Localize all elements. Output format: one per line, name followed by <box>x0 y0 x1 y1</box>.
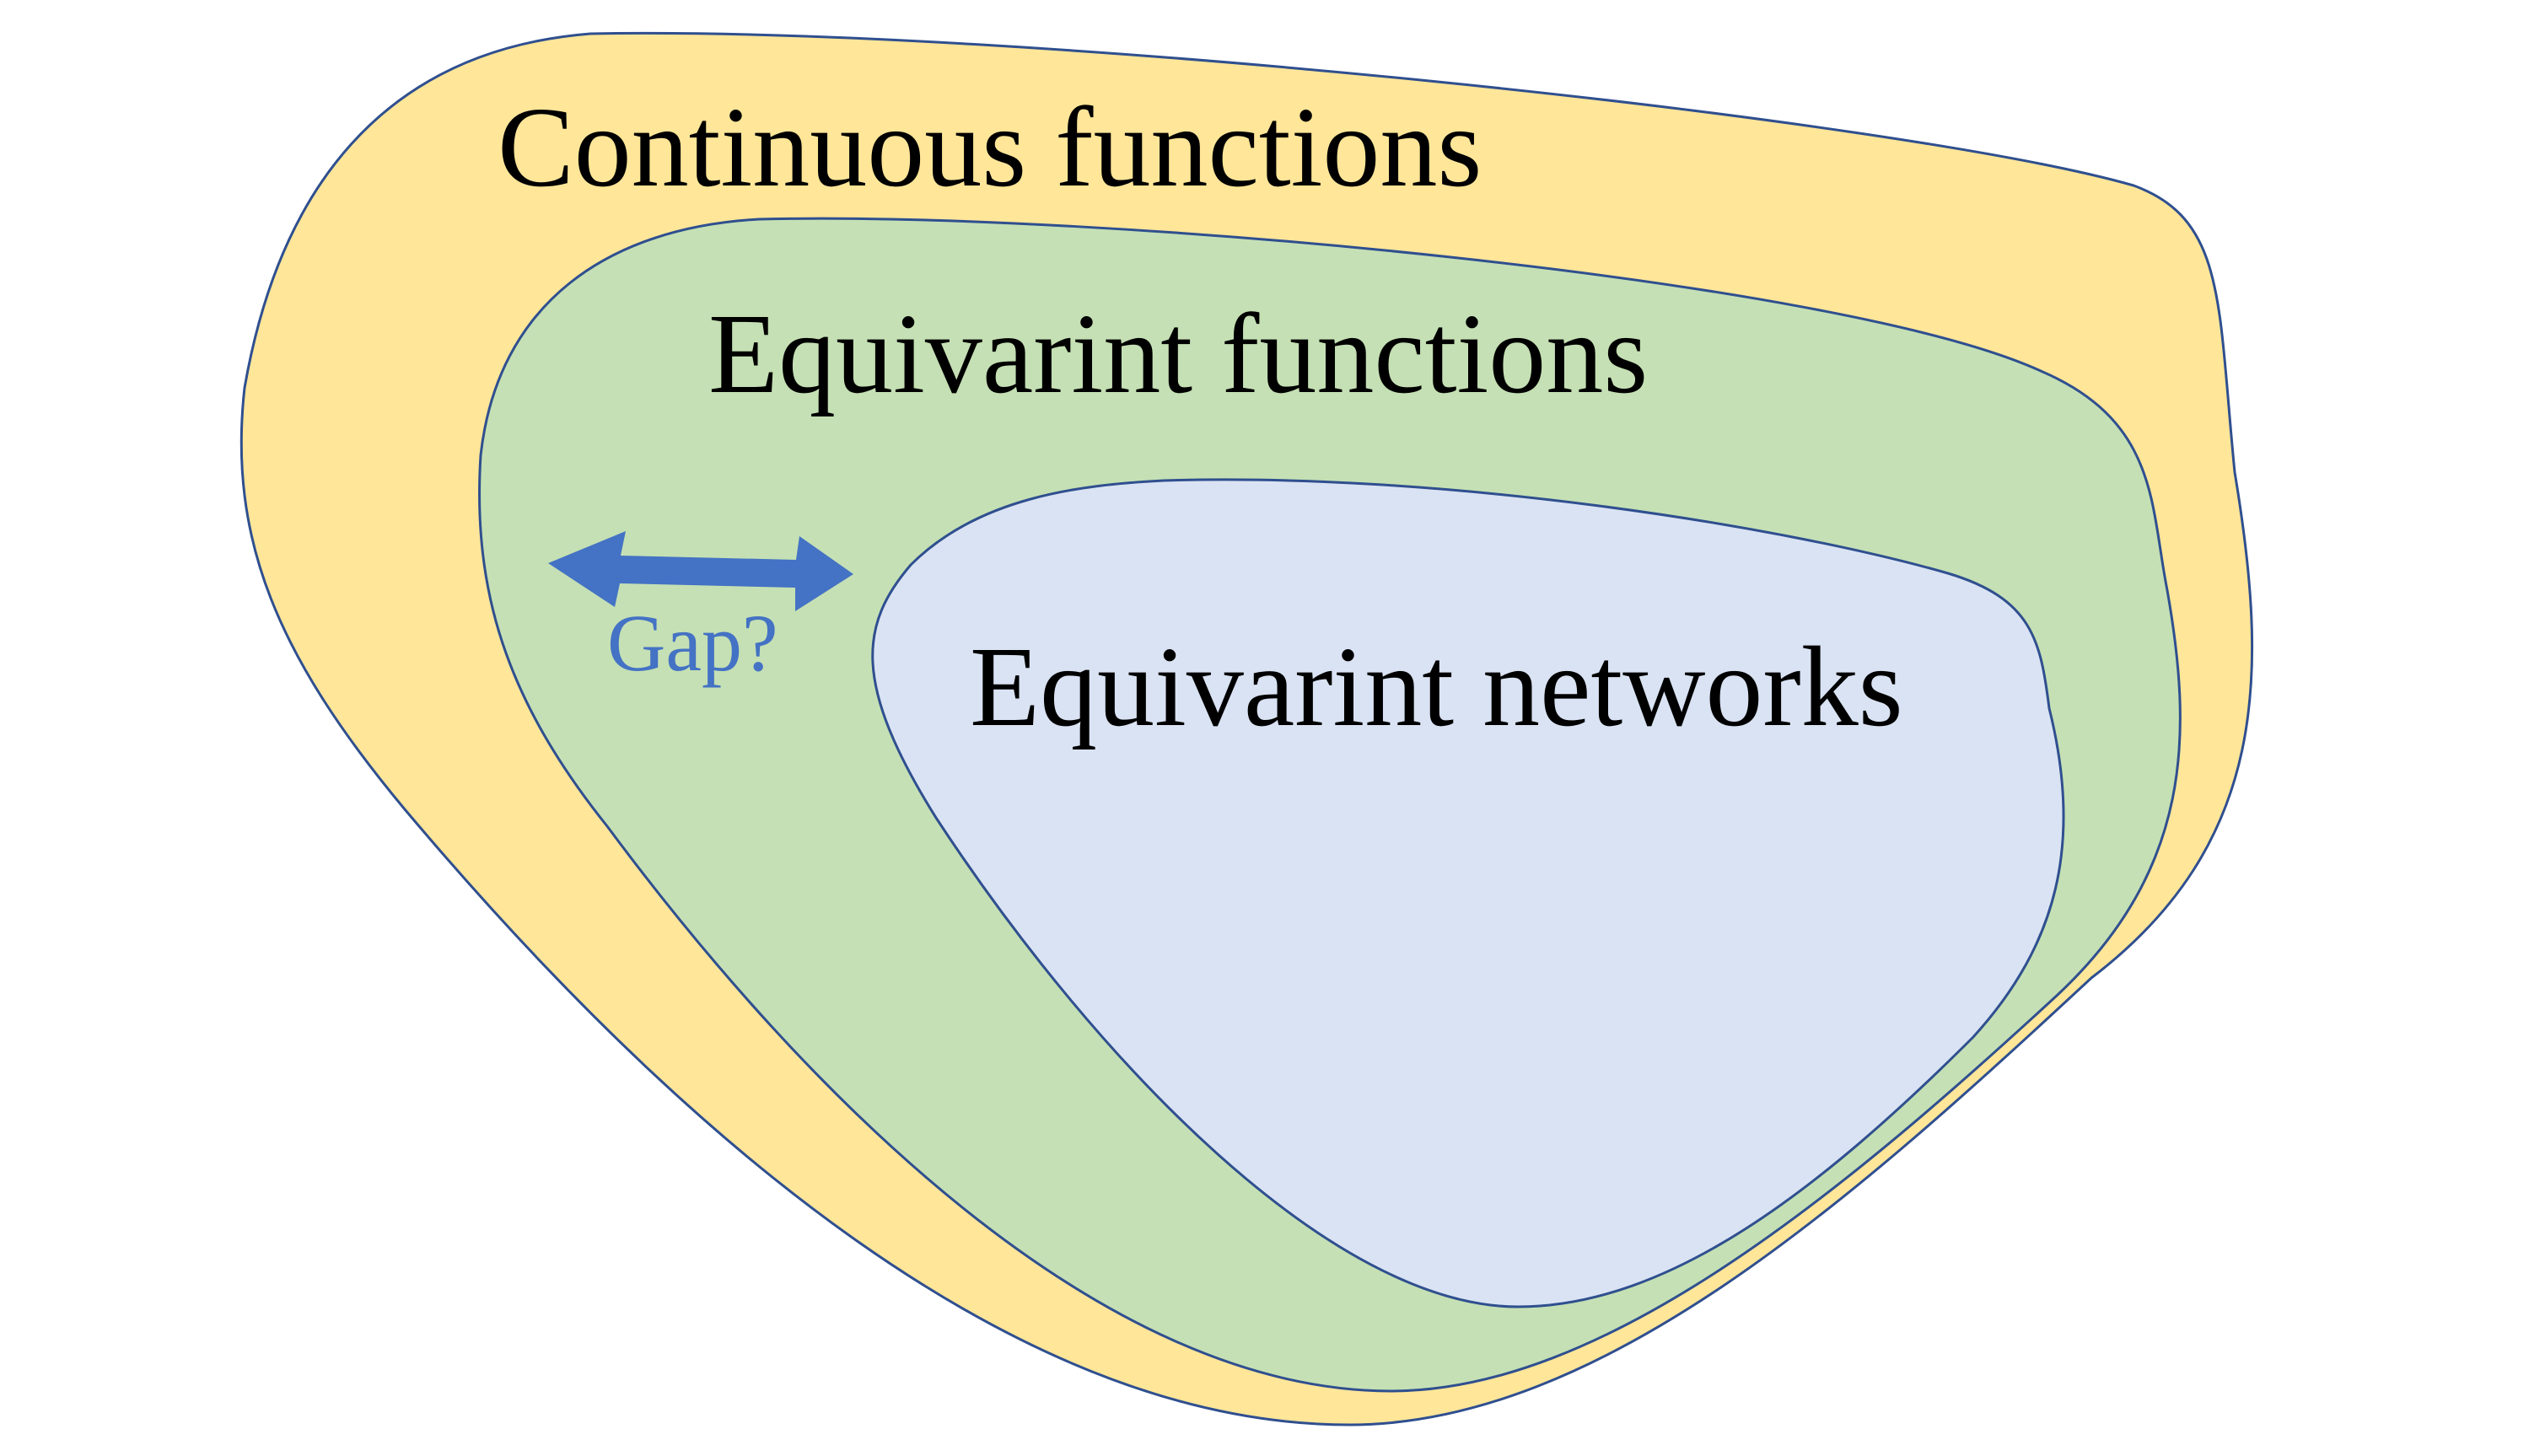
gap-label: Gap? <box>607 598 778 688</box>
equivariant-networks-label: Equivarint networks <box>970 624 1903 750</box>
double-headed-arrow-icon <box>548 531 853 611</box>
continuous-functions-label: Continuous functions <box>498 84 1482 211</box>
equivariant-networks-region <box>871 478 2065 1308</box>
equivariant-functions-label: Equivarint functions <box>708 291 1648 417</box>
